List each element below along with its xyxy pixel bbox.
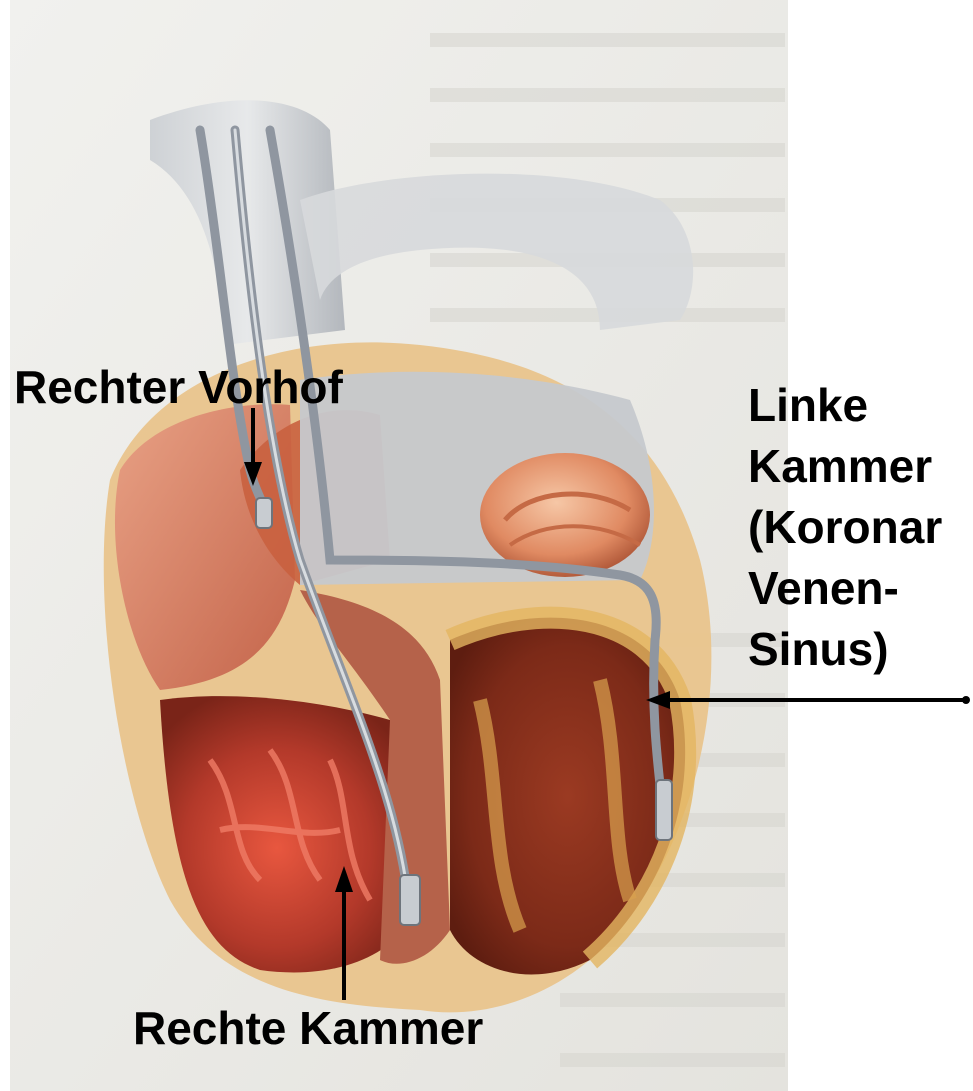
label-left-ventricle-line-3: (Koronar — [748, 497, 942, 558]
label-left-ventricle-line-5: Sinus) — [748, 619, 942, 680]
lead-tip-right-atrium — [256, 498, 272, 528]
label-left-ventricle-line-4: Venen- — [748, 558, 942, 619]
label-left-ventricle-line-1: Linke — [748, 375, 942, 436]
label-left-ventricle-line-2: Kammer — [748, 436, 942, 497]
label-right-atrium: Rechter Vorhof — [14, 364, 343, 410]
left-atrial-appendage — [480, 453, 650, 577]
lead-tip-right-ventricle — [400, 875, 420, 925]
label-left-ventricle: Linke Kammer (Koronar Venen- Sinus) — [748, 375, 942, 680]
label-right-ventricle: Rechte Kammer — [133, 1005, 483, 1051]
lead-tip-coronary-sinus — [656, 780, 672, 840]
